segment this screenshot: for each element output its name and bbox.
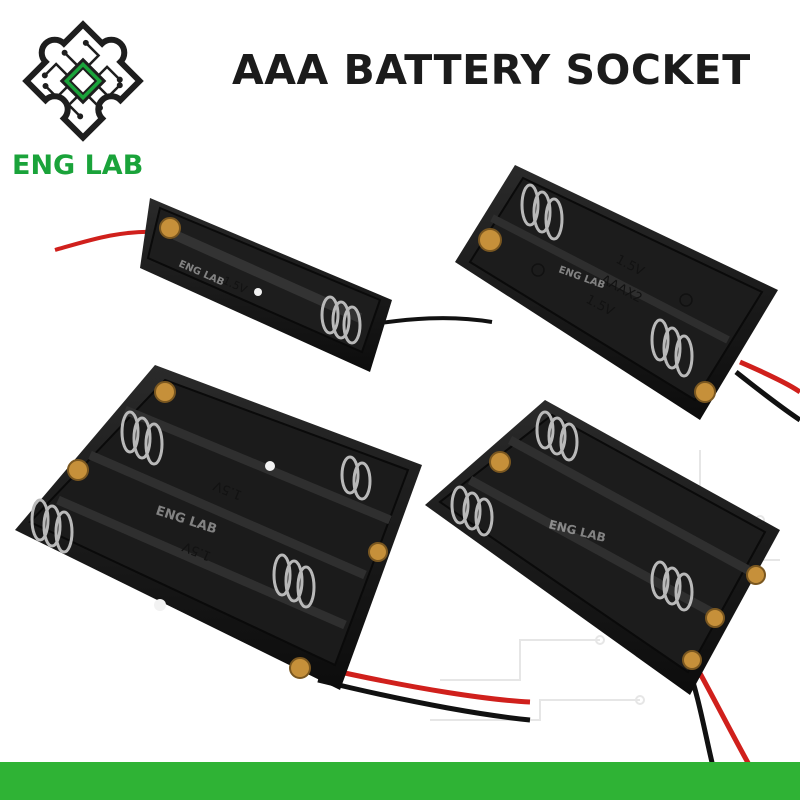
holder-2x-aaa: 1.5V AAAX2 1.5V ENG LAB xyxy=(455,165,800,423)
holder-3x-aaa: ENG LAB xyxy=(425,400,780,776)
puzzle-circuit-icon xyxy=(22,20,144,142)
bottom-bar xyxy=(0,762,800,800)
brand-name: ENG LAB xyxy=(12,150,144,181)
page-title: AAA BATTERY SOCKET xyxy=(232,46,751,94)
holder-4x-aaa: 1.5V 1.5V ENG LAB xyxy=(15,365,531,723)
holder-1x-aaa: 1.5V ENG LAB xyxy=(54,198,493,372)
